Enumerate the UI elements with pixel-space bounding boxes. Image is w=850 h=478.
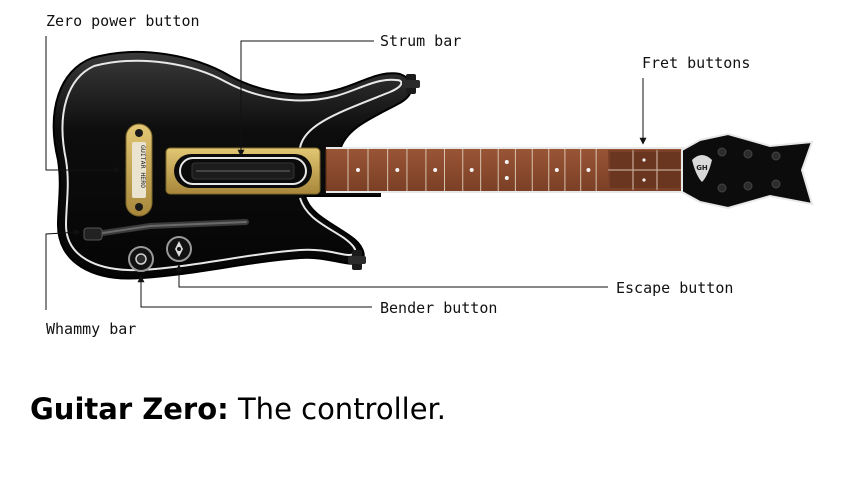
label-whammy-bar: Whammy bar [46,320,136,338]
fret-inlay-dot [505,160,509,164]
fret-buttons[interactable] [608,150,684,190]
fret-inlay-dot [586,168,590,172]
escape-button[interactable] [167,237,191,261]
headstock: GH [682,134,812,208]
label-strum-bar: Strum bar [380,32,461,50]
callout-bender-button: Bender button [141,276,497,317]
bender-button[interactable] [129,247,153,271]
callout-fret-buttons: Fret buttons [642,54,750,144]
pick-logo-text: GH [696,164,708,172]
strum-bar[interactable] [166,148,320,194]
label-fret-buttons: Fret buttons [642,54,750,72]
pickup-logo-text: GUITAR HERO [139,145,147,188]
label-escape-button: Escape button [616,279,733,297]
fret-inlay-dot [395,168,399,172]
fret-inlay-dot [433,168,437,172]
label-zero-power-button: Zero power button [46,12,200,30]
zero-power-button[interactable]: GUITAR HERO [126,124,152,216]
caption-title: Guitar Zero: [30,392,229,426]
fret-inlay-dot [356,168,360,172]
fret-inlay-dot [470,168,474,172]
guitar-illustration: GH GUITAR HERO [54,52,812,279]
figure-caption: Guitar Zero: The controller. [30,392,446,426]
label-bender-button: Bender button [380,299,497,317]
fret-inlay-dot [555,168,559,172]
caption-text: The controller. [229,392,446,426]
fret-inlay-dot [505,176,509,180]
callout-escape-button: Escape button [179,265,733,297]
